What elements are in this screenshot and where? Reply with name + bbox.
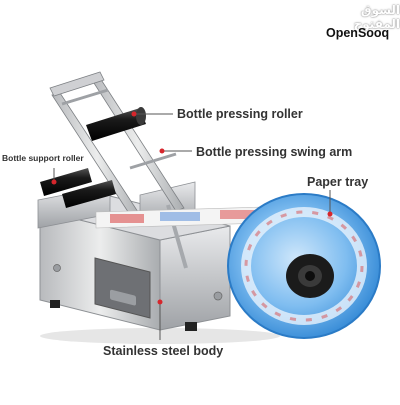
callout-leaders <box>51 111 333 340</box>
callout-bottle-pressing-roller: Bottle pressing roller <box>177 107 303 121</box>
callout-stainless-steel-body: Stainless steel body <box>103 344 224 358</box>
steel-body <box>39 195 231 331</box>
paper-tray <box>227 193 381 339</box>
callout-paper-tray: Paper tray <box>307 175 369 189</box>
watermark-arabic: السوق المفتوح <box>353 3 400 31</box>
pressing-roller <box>86 107 146 141</box>
callout-bottle-pressing-swing-arm: Bottle pressing swing arm <box>196 145 353 159</box>
support-rollers <box>40 168 116 208</box>
swing-arm <box>49 71 188 269</box>
callout-bottle-support-roller: Bottle support roller <box>2 153 84 163</box>
watermark-opensooq: OpenSooq <box>326 26 390 40</box>
